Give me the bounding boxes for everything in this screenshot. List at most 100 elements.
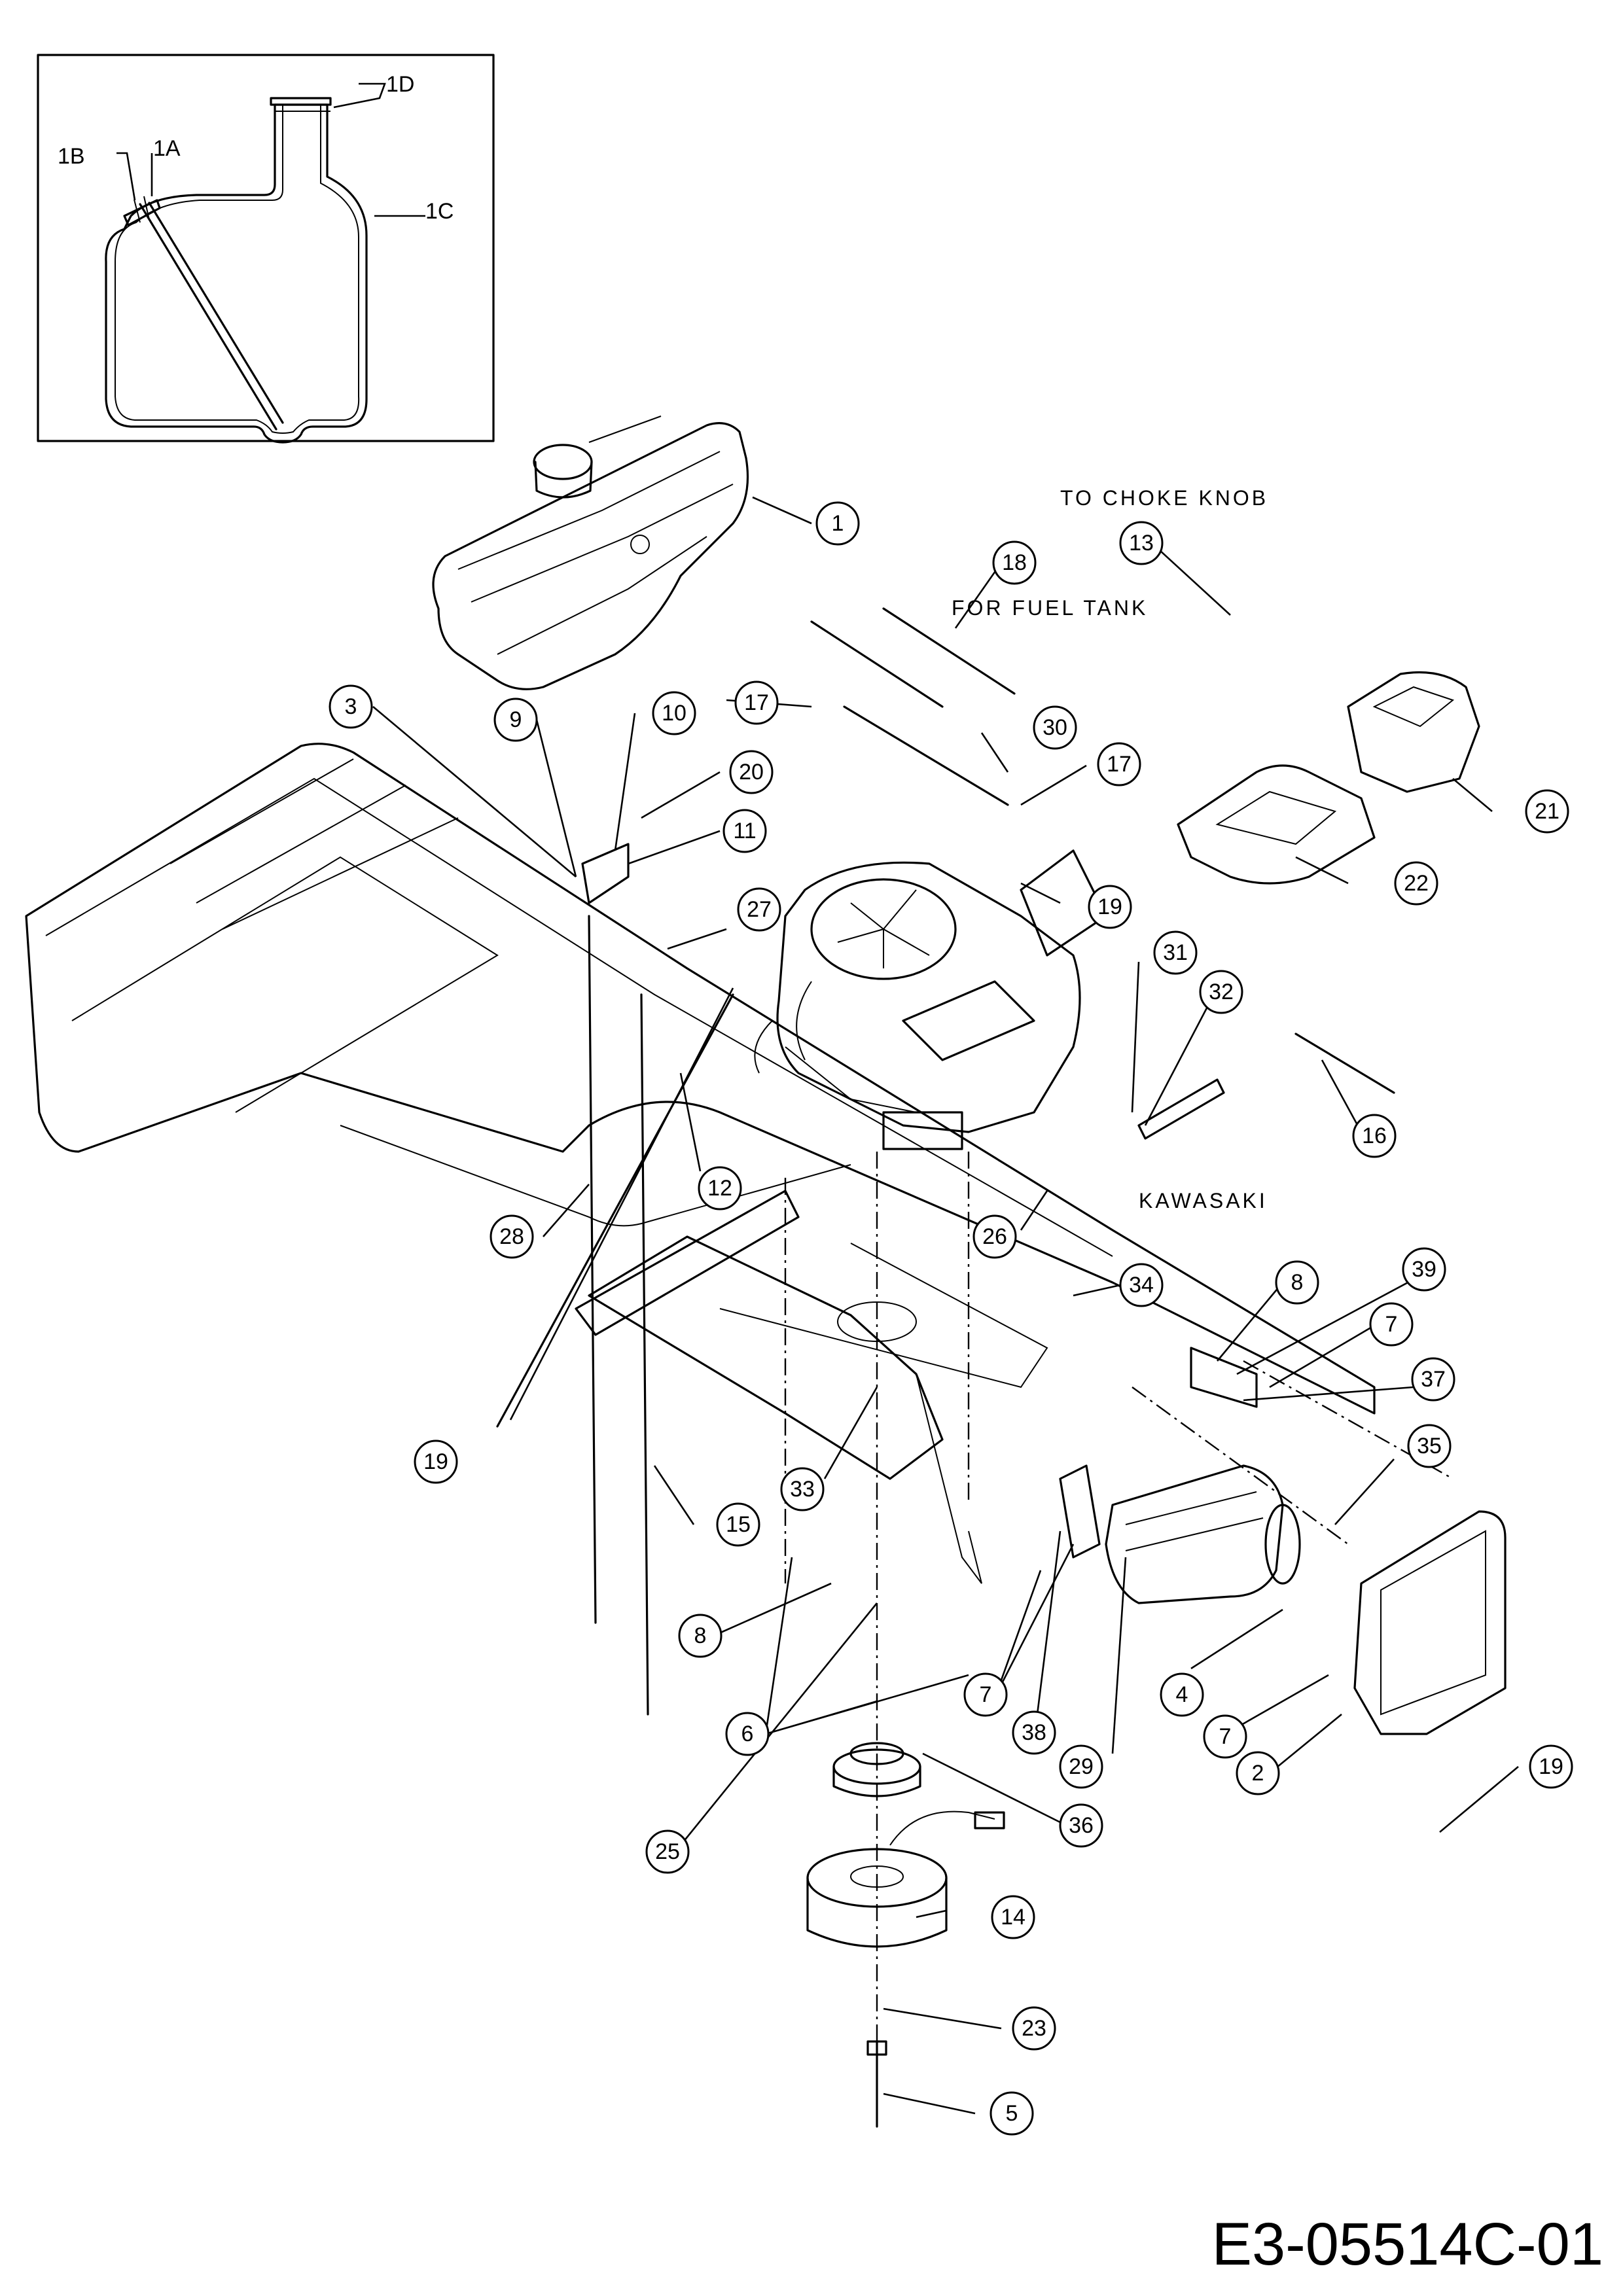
- callout-3-label: 3: [345, 694, 357, 719]
- callout-4: 4: [1160, 1672, 1204, 1717]
- callout-8-a: 8: [1275, 1260, 1319, 1305]
- callout-33-label: 33: [790, 1477, 815, 1502]
- callout-22: 22: [1394, 861, 1438, 906]
- callout-19-a: 19: [1088, 885, 1132, 929]
- callout-3: 3: [329, 684, 373, 729]
- callout-17-b-label: 17: [1107, 752, 1132, 777]
- callout-14: 14: [991, 1895, 1035, 1939]
- callout-31: 31: [1153, 930, 1198, 975]
- callout-32-label: 32: [1209, 980, 1234, 1004]
- callout-27-label: 27: [747, 897, 772, 922]
- callout-2-label: 2: [1252, 1761, 1264, 1786]
- callout-28: 28: [490, 1214, 534, 1259]
- callout-34-label: 34: [1129, 1273, 1154, 1298]
- callout-8-a-label: 8: [1291, 1270, 1304, 1295]
- air-filter-covers: [1177, 671, 1480, 885]
- callout-13-label: 13: [1129, 531, 1154, 556]
- inset-label-1c: 1C: [425, 199, 454, 224]
- callout-18: 18: [992, 540, 1037, 585]
- callout-19-c: 19: [1529, 1744, 1573, 1789]
- callout-19-c-label: 19: [1539, 1754, 1563, 1779]
- callout-19-a-label: 19: [1097, 894, 1122, 919]
- callout-37-label: 37: [1421, 1367, 1446, 1392]
- callout-37: 37: [1411, 1357, 1455, 1402]
- callout-1: 1: [815, 501, 860, 546]
- callout-36-label: 36: [1069, 1813, 1094, 1838]
- callout-15-label: 15: [726, 1512, 751, 1537]
- callout-7-b-label: 7: [1385, 1312, 1398, 1337]
- callout-38-label: 38: [1022, 1720, 1046, 1745]
- callout-38: 38: [1012, 1710, 1056, 1755]
- callout-19-b-label: 19: [423, 1449, 448, 1474]
- fuel-tank: [432, 415, 749, 690]
- callout-8-b-label: 8: [694, 1623, 707, 1648]
- callout-22-label: 22: [1404, 871, 1429, 896]
- callout-25-label: 25: [655, 1839, 680, 1864]
- note-kawasaki: KAWASAKI: [1139, 1189, 1268, 1212]
- callout-7-c-label: 7: [1219, 1724, 1232, 1749]
- callout-leaders: [372, 496, 1519, 2115]
- callout-17-a-label: 17: [744, 690, 769, 715]
- callout-5-label: 5: [1006, 2101, 1018, 2126]
- callout-23-label: 23: [1022, 2016, 1046, 2041]
- centerlines: [784, 1152, 1454, 2041]
- note-for-fuel-tank: FOR FUEL TANK: [952, 596, 1148, 620]
- callout-8-b: 8: [678, 1614, 722, 1658]
- callout-16-label: 16: [1362, 1123, 1387, 1148]
- callout-39-label: 39: [1412, 1257, 1436, 1282]
- callout-2: 2: [1236, 1751, 1280, 1795]
- note-to-choke-knob: TO CHOKE KNOB: [1060, 486, 1268, 510]
- callout-11: 11: [722, 809, 767, 853]
- callout-21-label: 21: [1535, 799, 1560, 824]
- callout-7-c: 7: [1203, 1714, 1247, 1759]
- tractor-frame: [25, 743, 1376, 1584]
- callout-10-label: 10: [662, 701, 687, 726]
- callout-20: 20: [729, 750, 774, 794]
- muffler-assembly: [1059, 1347, 1507, 1735]
- callout-29: 29: [1059, 1744, 1103, 1789]
- callout-7-a: 7: [963, 1672, 1008, 1717]
- callout-21: 21: [1525, 789, 1569, 834]
- callout-29-label: 29: [1069, 1754, 1094, 1779]
- fuel-tank-inset: 1D 1C 1A 1B: [37, 54, 495, 444]
- callout-33: 33: [780, 1467, 825, 1511]
- callout-12-label: 12: [707, 1176, 732, 1201]
- callout-30-label: 30: [1043, 715, 1067, 740]
- callout-28-label: 28: [499, 1224, 524, 1249]
- callout-13: 13: [1119, 521, 1164, 565]
- callout-31-label: 31: [1163, 940, 1188, 965]
- callout-4-label: 4: [1176, 1682, 1188, 1707]
- inset-label-1a: 1A: [153, 136, 181, 161]
- callout-19-b: 19: [414, 1439, 458, 1484]
- callout-9: 9: [493, 698, 538, 742]
- callout-6-label: 6: [741, 1722, 754, 1746]
- callout-balloons: 1 2 3 4 5 6 7 7 7 8 8 9 10 11 12 13 14 1…: [329, 501, 1573, 2136]
- callout-30: 30: [1033, 705, 1077, 750]
- callout-23: 23: [1012, 2006, 1056, 2051]
- inset-label-1d: 1D: [386, 72, 414, 97]
- callout-36: 36: [1059, 1803, 1103, 1848]
- callout-20-label: 20: [739, 760, 764, 785]
- engine: [754, 861, 1081, 1150]
- callout-27: 27: [737, 887, 781, 932]
- callout-10: 10: [652, 691, 696, 735]
- callout-32: 32: [1199, 970, 1243, 1014]
- callout-16: 16: [1352, 1114, 1397, 1158]
- callout-25: 25: [645, 1829, 690, 1874]
- callout-17-a: 17: [734, 680, 779, 725]
- callout-5: 5: [990, 2091, 1034, 2136]
- callout-7-a-label: 7: [980, 1682, 992, 1707]
- callout-26-label: 26: [982, 1224, 1007, 1249]
- clutch-and-pulley: [806, 1742, 1005, 2128]
- callout-6: 6: [725, 1712, 770, 1756]
- callout-11-label: 11: [733, 819, 756, 843]
- callout-39: 39: [1402, 1247, 1446, 1292]
- callout-9-label: 9: [510, 707, 522, 732]
- callout-18-label: 18: [1002, 550, 1027, 575]
- callout-15: 15: [716, 1502, 760, 1547]
- callout-7-b: 7: [1369, 1302, 1414, 1347]
- callout-34: 34: [1119, 1263, 1164, 1307]
- callout-26: 26: [972, 1214, 1017, 1259]
- callout-35: 35: [1407, 1424, 1452, 1468]
